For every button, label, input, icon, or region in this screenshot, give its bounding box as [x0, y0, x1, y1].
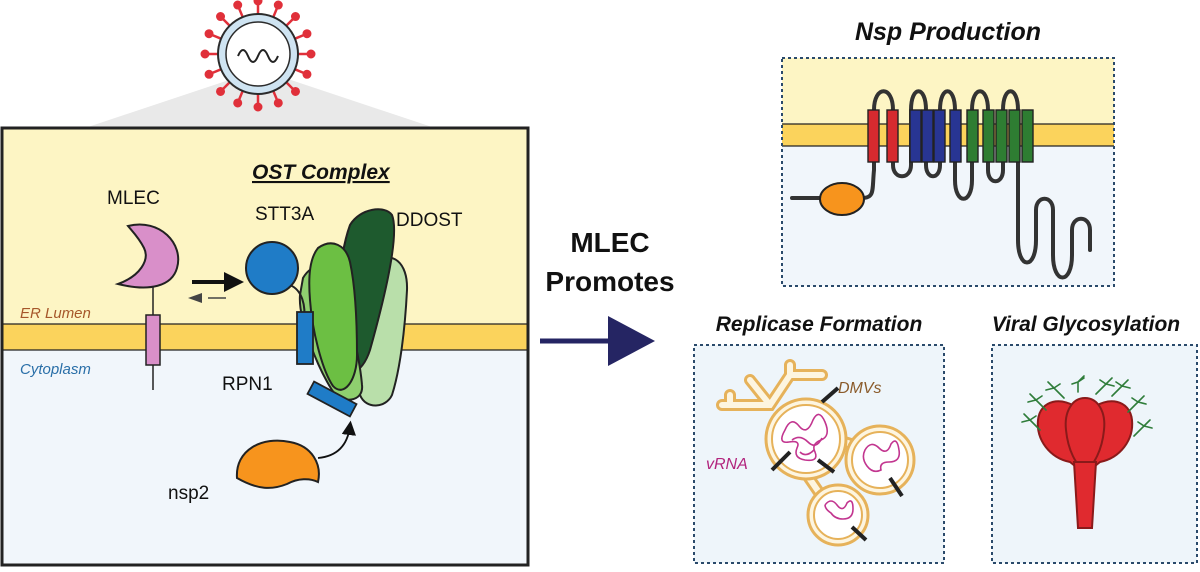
virus-spike-head: [204, 69, 214, 79]
virus-spike-stem: [285, 17, 295, 27]
nsp-tm-helix: [966, 109, 979, 163]
nsp-tm-helix: [995, 109, 1008, 163]
ost-complex-title: OST Complex: [252, 161, 391, 184]
nsp-tm-helix: [1008, 109, 1021, 163]
virus-spike-head: [204, 29, 214, 39]
replicase-formation-title: Replicase Formation: [716, 313, 923, 336]
promotes-arrow-head: [608, 316, 655, 366]
virus-spike-head: [200, 49, 210, 59]
nsp-tm-helix: [867, 109, 880, 163]
virus-spike-head: [290, 12, 300, 22]
virus-spike-head: [216, 86, 226, 96]
ost-complex: [245, 208, 409, 418]
stt3a-subunit: [245, 241, 299, 295]
nsp-production-title: Nsp Production: [855, 18, 1041, 46]
glycan-branch: [1021, 413, 1041, 431]
ddost-label: DDOST: [396, 210, 463, 231]
glycan-branch: [1027, 393, 1047, 411]
glycan-branch: [1127, 395, 1147, 413]
rpn1-domain: [306, 380, 358, 418]
virus-spike-stem: [221, 17, 231, 27]
virus-icon: [85, 0, 435, 128]
virus-spike-stem: [237, 7, 244, 18]
virus-spike-stem: [272, 90, 279, 101]
viral-glycosylation-panel: Viral Glycosylation: [991, 313, 1198, 564]
vrna-label: vRNA: [706, 456, 748, 473]
spike-glycoprotein: [1036, 396, 1134, 529]
promotes-callout: MLEC Promotes: [540, 227, 675, 366]
virus-spike-head: [306, 49, 316, 59]
replicase-pores: [770, 386, 904, 542]
promotes-line1: MLEC: [570, 227, 649, 258]
dmv-vesicles: [764, 397, 916, 547]
glycan-branch: [1111, 379, 1131, 397]
virus-spike-head: [216, 12, 226, 22]
glycan-branch: [1045, 381, 1065, 399]
virus-spike-head: [290, 86, 300, 96]
virus-spike-head: [302, 29, 312, 39]
virus-spike-stem: [211, 68, 222, 75]
nsp-transmembrane-helices: [867, 109, 1034, 163]
glycan-branch: [1095, 377, 1115, 395]
virus-spike-head: [273, 0, 283, 10]
nsp-tm-helix: [982, 109, 995, 163]
nsp-tm-helix: [909, 109, 922, 163]
virus-spike-head: [253, 0, 263, 6]
virus-spike-head: [273, 98, 283, 108]
virus-spike-stem: [221, 81, 231, 91]
rpn1-label: RPN1: [222, 374, 273, 395]
viral-glycosylation-title: Viral Glycosylation: [992, 313, 1180, 336]
er-lumen-label: ER Lumen: [20, 305, 91, 322]
glycan-chains: [1021, 375, 1153, 437]
virus-spike-stem: [272, 7, 279, 18]
virus-spike-head: [253, 102, 263, 112]
er-membrane: [2, 324, 528, 350]
cell-panel-frame: [0, 126, 530, 567]
mlec-label: MLEC: [107, 188, 160, 209]
stt3a-label: STT3A: [255, 204, 314, 225]
nsp-tm-helix: [886, 109, 899, 163]
replicase-formation-panel: Replicase Formation: [693, 313, 945, 564]
glycan-branch: [1071, 375, 1085, 393]
rpn1-helix: [296, 311, 314, 365]
vrna-clusters: [781, 413, 901, 520]
nsp-production-panel: Nsp Production: [781, 18, 1115, 287]
nsp2-label: nsp2: [168, 483, 209, 504]
nsp-tm-helix: [949, 109, 962, 163]
virus-spike-stem: [285, 81, 295, 91]
ost-subunit-green: [308, 242, 359, 391]
binding-arrows: [188, 272, 244, 303]
nsp-tm-helix: [921, 109, 934, 163]
nsp-tm-helix: [933, 109, 946, 163]
nsp-tm-helix: [1021, 109, 1034, 163]
cell-panel: OST Complex MLEC STT3A DDOST RPN1 nsp2 E…: [0, 126, 530, 567]
virus-spike-head: [233, 0, 243, 10]
virus-spike-stem: [211, 33, 222, 40]
cytoplasm-label: Cytoplasm: [20, 361, 91, 378]
virus-spike-head: [233, 98, 243, 108]
virus-spike-stem: [237, 90, 244, 101]
dmvs-label: DMVs: [838, 380, 882, 397]
virus-spike-stem: [294, 68, 305, 75]
virus-spike-head: [302, 69, 312, 79]
virus-spike-stem: [294, 33, 305, 40]
mlec-protein: [114, 223, 180, 390]
promotes-line2: Promotes: [545, 266, 674, 297]
glycan-branch: [1133, 419, 1153, 437]
nsp2-protein: [235, 420, 357, 489]
nsp-orange-domain: [819, 182, 865, 216]
